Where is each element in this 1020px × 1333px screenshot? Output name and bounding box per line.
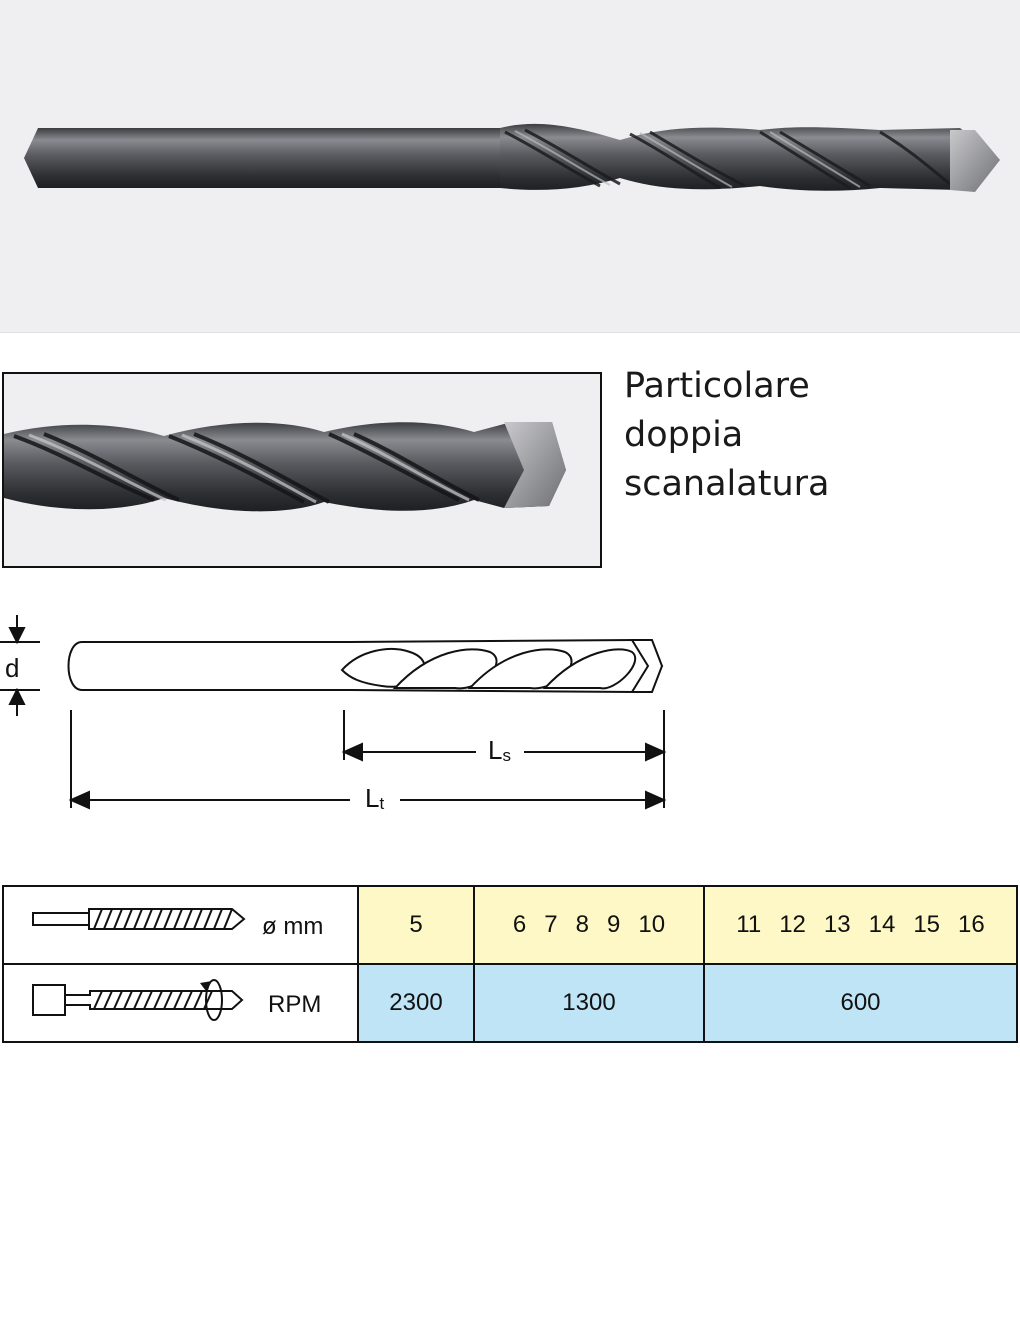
detail-photo-frame [2, 372, 602, 568]
diameter-value: 6 [512, 911, 527, 938]
diameter-value: 7 [544, 911, 558, 938]
rpm-cell: 600 [703, 963, 1018, 1043]
svg-text:Lt: Lt [365, 783, 384, 813]
diameter-value: 5 [409, 911, 423, 938]
ls-label: L [488, 735, 502, 765]
rpm-row-header: RPM [2, 963, 359, 1043]
diameter-value: 13 [823, 911, 851, 938]
drill-bit-icon [32, 908, 246, 930]
lt-label: L [365, 783, 379, 813]
detail-caption: Particolare doppia scanalatura [624, 362, 1004, 509]
diameter-value: 16 [958, 911, 985, 938]
hero-photo [0, 0, 1020, 333]
diameter-value: 15 [913, 911, 941, 938]
diameter-value: 11 [736, 911, 762, 938]
table-row: RPM 2300 1300 600 [2, 963, 1018, 1043]
diameter-value: 12 [779, 911, 806, 938]
diameter-cell: 5 [357, 885, 475, 965]
diameter-row-header: ø mm [2, 885, 359, 965]
caption-line: Particolare [624, 366, 810, 406]
diameter-value: 9 [607, 911, 621, 938]
caption-line: scanalatura [624, 464, 830, 504]
rpm-cell: 1300 [473, 963, 705, 1043]
diameter-value: 14 [868, 911, 896, 938]
d-label: d [5, 653, 19, 683]
drill-dimension-diagram: d Ls Lt [0, 615, 667, 813]
drill-tip-detail-photo [4, 422, 566, 512]
caption-line: doppia [624, 415, 744, 455]
diameter-value: 8 [575, 911, 589, 938]
rpm-label: RPM [268, 991, 322, 1018]
ls-subscript: s [502, 746, 511, 765]
drill-bit-photo [24, 123, 1000, 192]
svg-text:Ls: Ls [488, 735, 511, 765]
diameter-label: ø mm [262, 913, 324, 940]
lt-subscript: t [379, 794, 384, 813]
diameter-value: 10 [638, 911, 666, 938]
rpm-cell: 2300 [357, 963, 475, 1043]
rotating-drill-icon [32, 979, 244, 1021]
diameter-cell: 11 12 13 14 15 16 [703, 885, 1018, 965]
